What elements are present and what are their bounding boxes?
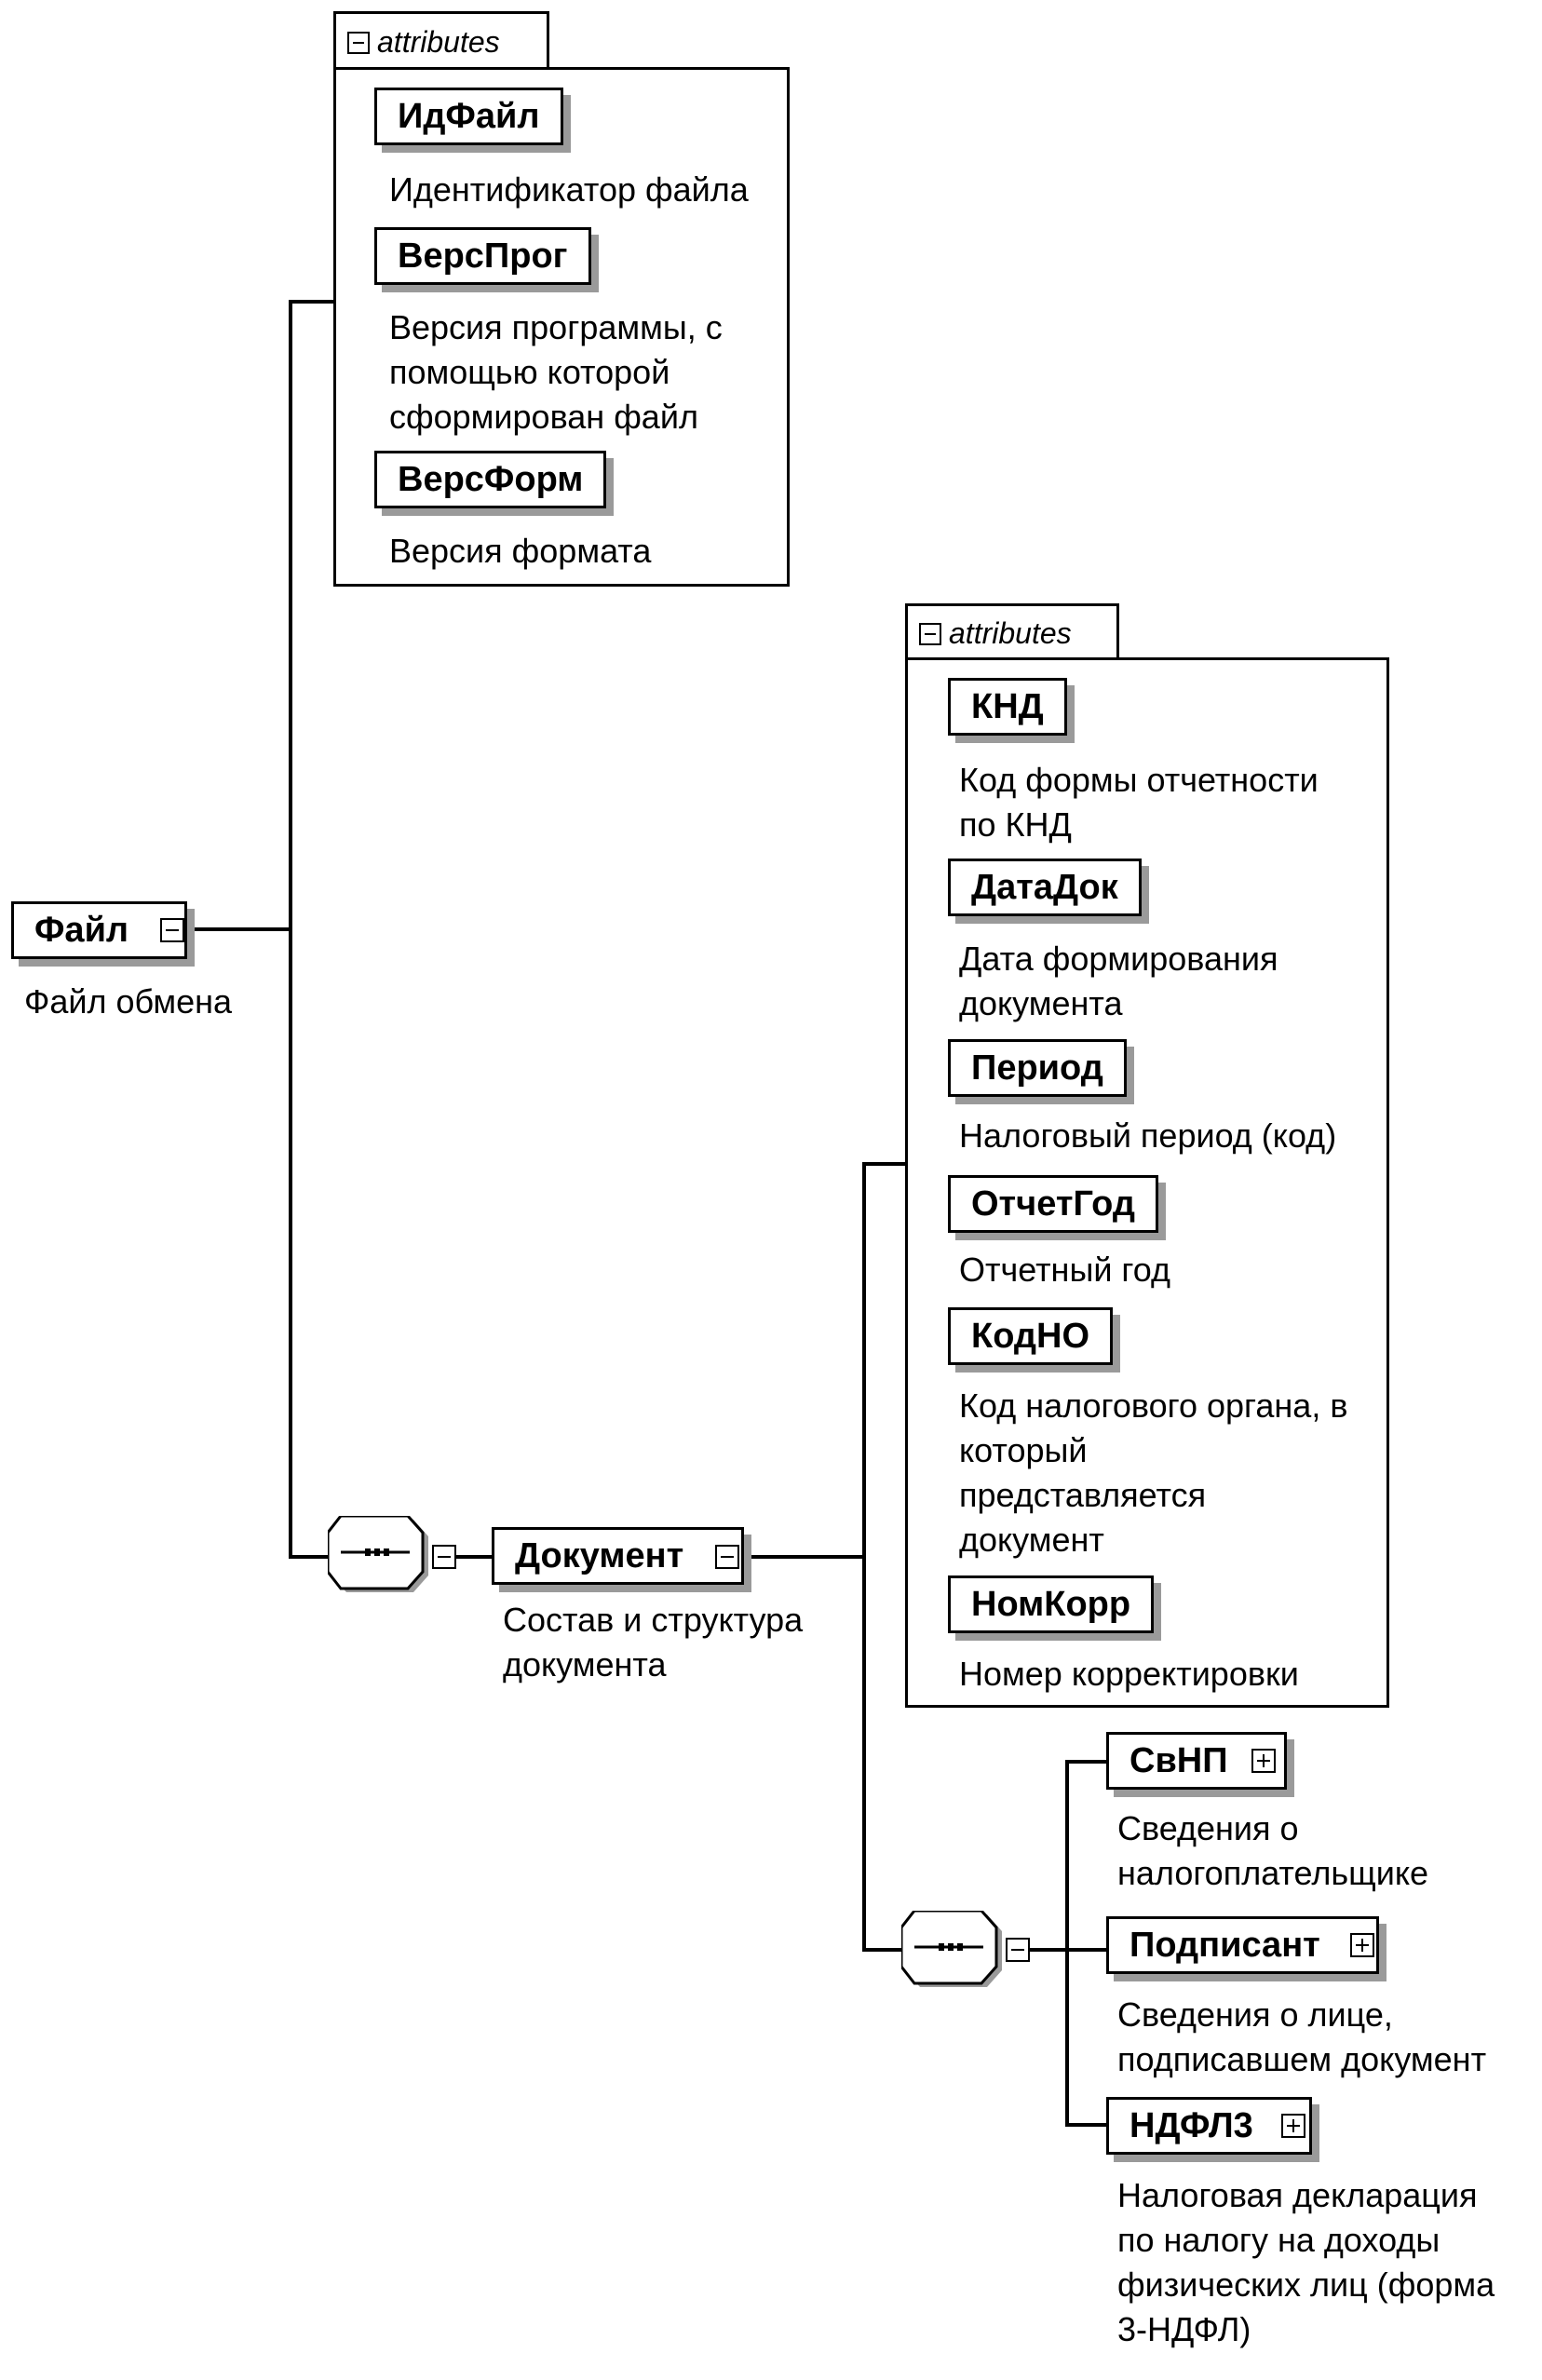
connector-line <box>183 927 291 931</box>
root-attributes-tab[interactable]: attributes <box>333 11 549 71</box>
sequence-compositor-icon <box>328 1516 428 1592</box>
document-attributes-tab[interactable]: attributes <box>905 603 1119 661</box>
attributes-tab-label: attributes <box>377 25 500 59</box>
connector-line <box>289 300 335 304</box>
connector-line <box>1065 1760 1069 2125</box>
connector-line <box>862 1162 913 1166</box>
attribute-description: Версия программы, с помощью которой сфор… <box>389 308 723 436</box>
attribute-node-kodno[interactable]: КодНО <box>948 1307 1114 1365</box>
connector-line <box>289 300 292 1559</box>
child-description: Налоговая декларация по налогу на доходы… <box>1117 2176 1495 2348</box>
collapse-toggle-icon[interactable] <box>715 1545 739 1569</box>
attribute-description: Номер корректировки <box>959 1655 1299 1693</box>
expand-toggle-icon[interactable] <box>1350 1933 1374 1957</box>
connector-line <box>1065 1948 1114 1952</box>
attribute-description: Отчетный год <box>959 1251 1171 1289</box>
attribute-node-knd[interactable]: КНД <box>948 678 1067 736</box>
connector-line <box>438 1555 494 1559</box>
sequence-compositor-icon <box>901 1911 1002 1987</box>
child-element-podpisant[interactable]: Подписант <box>1106 1916 1379 1974</box>
attribute-description: Код формы отчетности по КНД <box>959 761 1319 844</box>
attribute-node-idfile[interactable]: ИдФайл <box>374 88 563 145</box>
attribute-node-versprog[interactable]: ВерсПрог <box>374 227 591 285</box>
expand-toggle-icon[interactable] <box>1251 1749 1276 1773</box>
connector-line <box>741 1555 866 1559</box>
connector-line <box>1030 1948 1067 1952</box>
connector-line <box>862 1162 866 1952</box>
root-element-node[interactable]: Файл <box>11 901 188 959</box>
child-element-ndfl3[interactable]: НДФЛ3 <box>1106 2097 1312 2155</box>
connector-line <box>1065 1760 1114 1764</box>
collapse-toggle-icon[interactable] <box>432 1545 456 1569</box>
expand-toggle-icon[interactable] <box>1281 2114 1305 2138</box>
attribute-node-period[interactable]: Период <box>948 1039 1127 1097</box>
attribute-description: Идентификатор файла <box>389 170 749 209</box>
attribute-node-datadok[interactable]: ДатаДок <box>948 859 1142 916</box>
attribute-node-versform[interactable]: ВерсФорм <box>374 451 607 508</box>
collapse-icon[interactable] <box>919 622 941 645</box>
attribute-description: Налоговый период (код) <box>959 1116 1337 1155</box>
collapse-toggle-icon[interactable] <box>1006 1938 1030 1962</box>
attribute-description: Дата формирования документа <box>959 940 1278 1022</box>
collapse-icon[interactable] <box>347 31 370 54</box>
attribute-node-nomkorr[interactable]: НомКорр <box>948 1575 1155 1633</box>
connector-line <box>289 1555 331 1559</box>
connector-line <box>1065 2123 1114 2127</box>
attribute-description: Версия формата <box>389 532 652 570</box>
attribute-description: Код налогового органа, в который предста… <box>959 1386 1348 1559</box>
collapse-toggle-icon[interactable] <box>160 918 184 942</box>
child-description: Сведения о налогоплательщике <box>1117 1809 1429 1892</box>
root-description: Файл обмена <box>24 982 233 1021</box>
attribute-node-otchetgod[interactable]: ОтчетГод <box>948 1175 1158 1233</box>
child-description: Сведения о лице, подписавшем документ <box>1117 1995 1487 2078</box>
connector-line <box>862 1948 905 1952</box>
document-element-node[interactable]: Документ <box>492 1527 745 1585</box>
attributes-tab-label: attributes <box>949 616 1072 650</box>
document-description: Состав и структура документа <box>503 1601 804 1684</box>
